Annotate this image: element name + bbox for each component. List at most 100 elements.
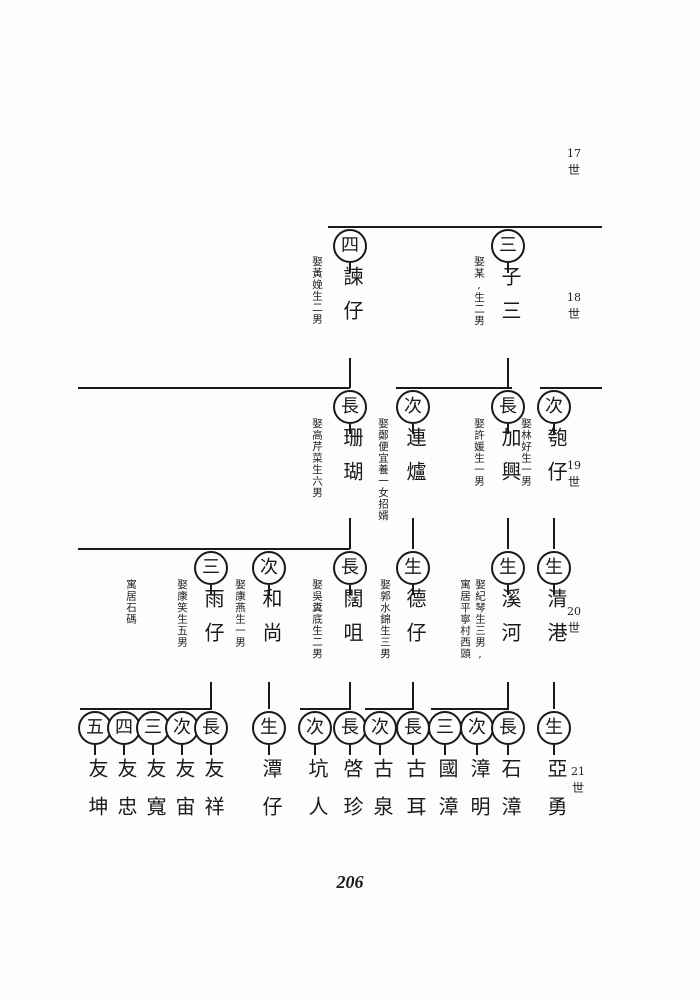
birth-order-badge: 生 [537,551,571,585]
stem-line [268,682,270,709]
connector [507,424,509,434]
person-name: 雨仔 [201,588,225,656]
person-name: 啓珍 [340,758,364,834]
birth-order-badge: 次 [252,551,286,585]
birth-order-badge: 生 [537,711,571,745]
connector [181,745,183,755]
person-name: 古泉 [370,758,394,834]
connector [268,585,270,595]
residence-note: 寓居平寧村西頭 [459,579,471,660]
person-note: 娶許媛生一男 [473,418,485,487]
connector [412,585,414,595]
birth-order-badge: 三 [428,711,462,745]
branch-line-gen21-b [300,708,351,710]
birth-order-badge: 四 [107,711,141,745]
birth-order-badge: 次 [460,711,494,745]
person-name: 闊咀 [340,588,364,656]
birth-order-badge: 次 [363,711,397,745]
generation-number: 19 [567,459,581,472]
birth-order-badge: 次 [537,390,571,424]
page-number: 206 [336,872,364,892]
generation-suffix: 世 [567,475,580,489]
person-name: 國漳 [435,758,459,834]
generation-suffix: 世 [567,163,580,177]
stem-line [349,518,351,549]
birth-order-badge: 生 [252,711,286,745]
connector [507,745,509,755]
stem-line [210,682,212,709]
birth-order-badge: 長 [396,711,430,745]
person-name: 清港 [544,588,568,656]
generation-label-19: 19 世 [562,458,586,490]
generation-suffix: 世 [567,307,580,321]
stem-line [507,682,509,709]
person-note: 娶康燕生一男 [234,579,246,648]
stem-line [553,682,555,709]
connector [314,745,316,755]
person-note: 娶黃娩生二男 [311,256,323,325]
person-note: 娶紀琴生三男, [474,579,486,661]
person-name: 匏仔 [544,427,568,495]
person-name: 德仔 [403,588,427,656]
person-note: 娶鄭便宜養一女招婿 [377,418,389,522]
person-name: 友寬 [143,758,167,834]
person-note: 娶郭水錦生三男 [379,579,391,660]
generation-number: 17 [567,147,581,160]
birth-order-badge: 三 [136,711,170,745]
branch-line-gen19-mid [396,387,512,389]
generation-label-20: 20 世 [562,604,586,636]
person-note: 娶高芹菜生六男 [311,418,323,499]
person-name: 友坤 [85,758,109,834]
connector [349,745,351,755]
connector [412,745,414,755]
branch-line-gen19-right [540,387,602,389]
connector [123,745,125,755]
person-name: 和尚 [259,588,283,656]
person-name: 珊瑚 [340,427,364,495]
person-name: 友祥 [201,758,225,834]
birth-order-badge: 次 [396,390,430,424]
birth-order-badge: 長 [491,711,525,745]
birth-order-badge: 長 [333,711,367,745]
generation-label-21: 21 世 [566,764,590,796]
stem-line [412,518,414,549]
person-name: 友宙 [172,758,196,834]
branch-line-gen21-d [431,708,509,710]
connector [507,585,509,595]
stem-line [349,682,351,709]
person-name: 潭仔 [259,758,283,834]
generation-suffix: 世 [567,621,580,635]
person-note: 娶康笑生五男 [176,579,188,648]
birth-order-badge: 次 [298,711,332,745]
connector [210,585,212,595]
connector [349,424,351,434]
generation-suffix: 世 [571,781,584,795]
connector [94,745,96,755]
branch-line-gen21-c [365,708,414,710]
branch-line-gen20 [78,548,350,550]
branch-line-gen18 [328,226,602,228]
stem-line [349,358,351,388]
birth-order-badge: 次 [165,711,199,745]
stem-line [412,682,414,709]
birth-order-badge: 四 [333,229,367,263]
stem-line [507,358,509,388]
person-note: 娶吳糞底生二男 [311,579,323,660]
person-note: 娶林好生一男 [520,418,532,487]
person-name: 溪河 [498,588,522,656]
connector [349,263,351,273]
connector [379,745,381,755]
connector [553,585,555,595]
generation-number: 21 [571,765,585,778]
person-name: 諫仔 [340,266,364,334]
branch-line-gen19-left [78,387,350,389]
connector [553,424,555,434]
connector [210,745,212,755]
person-name: 坑人 [305,758,329,834]
generation-label-18: 18 世 [562,290,586,322]
connector [553,745,555,755]
person-name: 亞勇 [544,758,568,834]
birth-order-badge: 三 [491,229,525,263]
person-note: 娶某,生二男 [473,256,485,327]
